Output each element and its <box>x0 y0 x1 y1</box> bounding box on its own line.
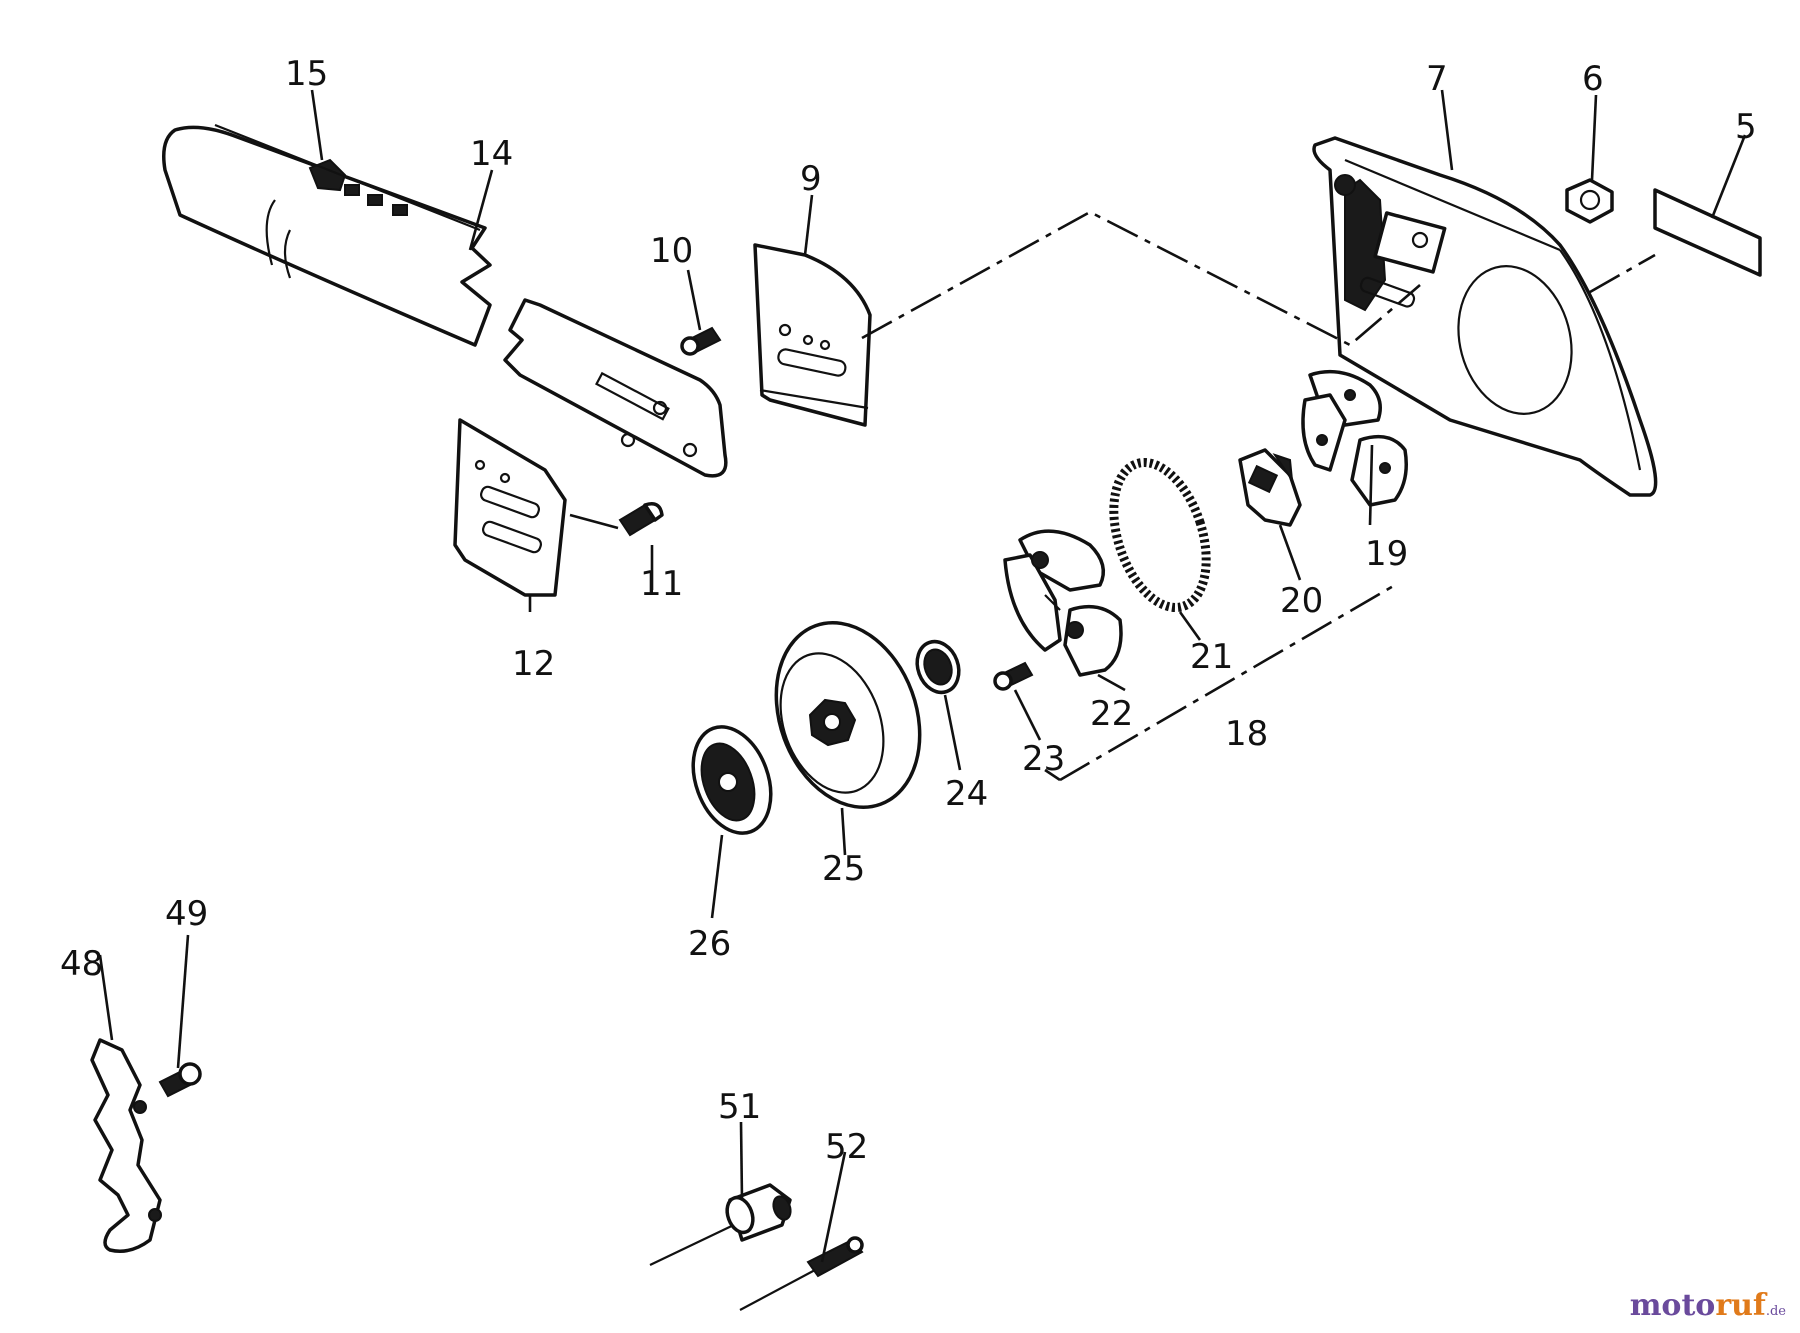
screwdriver-52 <box>739 1236 864 1311</box>
callout-22: 22 <box>1090 694 1133 734</box>
callout-21: 21 <box>1190 637 1233 677</box>
assembly-center-lines <box>861 210 1656 782</box>
clutch-drum-25 <box>774 620 922 810</box>
callout-12: 12 <box>512 644 555 684</box>
callout-24: 24 <box>945 774 988 814</box>
watermark-brand-b: ruf <box>1715 1288 1766 1323</box>
callout-49: 49 <box>165 894 208 934</box>
outer-bar-plate <box>753 243 872 427</box>
callout-14: 14 <box>470 134 513 174</box>
clutch-shoes-19 <box>1301 369 1408 507</box>
bar-tail-plate <box>503 298 728 478</box>
callout-52: 52 <box>825 1127 868 1167</box>
callout-23: 23 <box>1022 739 1065 779</box>
bolt-49 <box>158 1062 202 1098</box>
screw-23 <box>993 661 1034 691</box>
watermark-tld: .de <box>1765 1304 1786 1319</box>
callout-10: 10 <box>650 231 693 271</box>
guide-bar <box>162 125 492 347</box>
callout-20: 20 <box>1280 581 1323 621</box>
callout-18: 18 <box>1225 714 1268 754</box>
watermark-logo: motoruf.de <box>1630 1288 1786 1323</box>
callout-19: 19 <box>1365 534 1408 574</box>
callout-5: 5 <box>1735 107 1757 147</box>
clutch-spring-21 <box>1109 457 1211 613</box>
clutch-hub-20 <box>1238 448 1302 527</box>
bar-sprocket-nose <box>214 123 481 232</box>
inner-bar-plate <box>453 418 567 597</box>
callout-25: 25 <box>822 849 865 889</box>
combination-wrench-51 <box>649 1183 792 1266</box>
clutch-assembly-22 <box>1003 529 1123 677</box>
sprocket-cover <box>1312 136 1658 497</box>
callout-7: 7 <box>1426 59 1448 99</box>
callout-6: 6 <box>1582 59 1604 99</box>
screw-10 <box>680 326 722 356</box>
callout-51: 51 <box>718 1087 761 1127</box>
callout-11: 11 <box>640 564 683 604</box>
bumper-spike-48 <box>90 1038 162 1253</box>
bolt-11 <box>618 502 664 537</box>
callout-15: 15 <box>285 54 328 94</box>
nut-6 <box>1565 178 1614 224</box>
leader-lines <box>98 89 1747 1263</box>
needle-bearing-24 <box>915 639 961 695</box>
decal-5 <box>1653 188 1762 277</box>
watermark-brand-a: moto <box>1629 1288 1716 1323</box>
callout-26: 26 <box>688 924 731 964</box>
callout-labels: 15 14 9 10 11 12 7 6 5 19 20 21 18 22 23… <box>60 54 1757 1167</box>
callout-9: 9 <box>800 159 822 199</box>
rim-sprocket-26 <box>691 725 773 835</box>
callout-48: 48 <box>60 944 103 984</box>
